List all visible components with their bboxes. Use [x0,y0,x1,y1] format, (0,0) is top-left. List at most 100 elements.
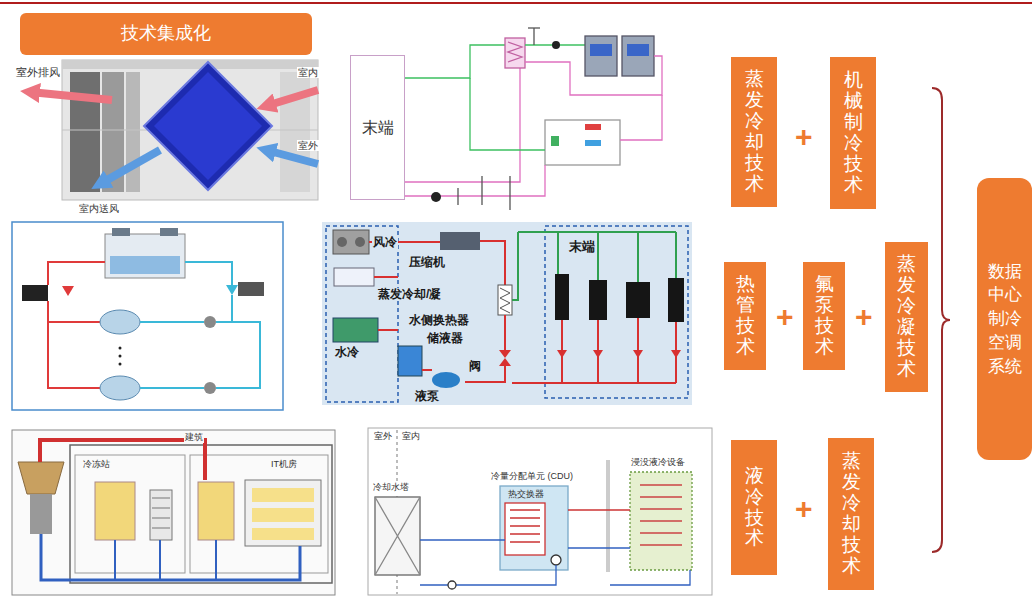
pumped-loop-illustration-part [504,315,506,350]
node-text: 蒸发冷却技术 [745,69,764,194]
chiller-loop-illustration-part [620,95,662,140]
chiller-loop-illustration-part [525,56,662,95]
liquid-cooling-illustration-part [606,460,610,572]
evaporative-condenser-illustration-part [48,262,105,285]
building-illustration-part [152,498,170,528]
pumped-loop-illustration-part [512,232,518,300]
air-handler-illustration-part [126,72,140,192]
chiller-loop-illustration-part [545,120,620,165]
evaporative-condenser-illustration-part [140,387,204,389]
pumped-loop-illustration-part [589,280,607,320]
evaporative-condenser-illustration-part [204,382,216,394]
node-text: 热管技术 [736,274,755,358]
air-handler-illustration-part [70,72,100,192]
air-handler-illustration-part [266,150,318,164]
chiller-loop-illustration-part [533,28,534,45]
part-label: 浸没液冷设备 [630,458,686,468]
part-label: 冷量分配单元 (CDU) [490,472,574,482]
part-label: 室外排风 [15,66,61,78]
evaporative-condenser-illustration-part [22,285,48,301]
part-label: 室内送风 [78,203,120,214]
liquid-cooling-illustration-part [368,428,712,595]
part-label: 水冷 [334,346,360,359]
part-label: 室外 [297,140,319,151]
chiller-loop-illustration-part [405,165,545,196]
pumped-loop-illustration-part [422,369,432,371]
air-handler-illustration-part [62,60,318,69]
part-label: 储液器 [426,332,464,345]
pumped-loop-illustration-part [512,382,676,384]
evaporative-condenser-illustration-part [110,256,180,274]
chiller-loop-illustration-part [622,36,654,76]
technology-box: 热管技术 [724,262,766,370]
pumped-loop-illustration-part [337,237,347,247]
technology-box: 液冷技术 [731,440,777,575]
chiller-loop-illustration-part [585,36,617,76]
building-illustration-part [41,534,300,580]
system-box: 数据中心制冷空调系统 [977,178,1032,460]
pumped-loop-illustration-part [322,222,692,405]
pumped-loop-illustration-part [333,230,369,254]
part-label: 冷冻站 [82,460,111,470]
node-text: 机械制冷技术 [844,70,863,195]
pumped-loop-illustration-part [499,358,511,366]
pumped-loop-illustration-part [355,237,365,247]
building-illustration-part [95,482,135,540]
technology-box: 机械制冷技术 [830,57,876,209]
chiller-loop-illustration-part [551,136,559,146]
liquid-cooling-illustration-part [610,570,690,585]
evaporative-condenser-illustration-part [160,228,178,236]
terminal-box: 末端 [350,55,405,200]
node-text: 末端 [362,118,394,137]
pumped-loop-illustration-part [432,372,460,388]
evaporative-condenser-illustration-part [62,286,74,296]
evaporative-condenser-illustration-part [48,321,100,323]
part-label: 室外 [373,432,393,442]
pumped-loop-illustration-part [378,329,398,331]
evaporative-condenser-illustration-part [140,321,204,323]
plus-sign: + [794,492,814,525]
building-illustration-part [30,494,52,534]
pumped-loop-illustration-part [626,282,650,318]
evaporative-condenser-illustration-part [105,234,185,278]
technology-box: 蒸发冷却技术 [731,57,777,207]
chiller-loop-illustration-part [590,44,612,56]
grouping-bracket-part [932,88,950,552]
plus-sign: + [854,300,874,333]
pumped-loop-illustration-part [334,268,374,286]
part-label: 建筑 [184,433,204,443]
liquid-cooling-illustration-part [375,497,420,575]
evaporative-condenser-illustration-part [226,285,238,295]
evaporative-condenser-illustration-part [204,316,216,328]
air-handler-illustration-part [62,60,318,200]
chiller-loop-illustration-part [457,188,458,205]
air-handler-illustration-part [154,72,262,180]
liquid-cooling-illustration-part [420,539,505,540]
building-illustration-part [252,508,314,522]
building-illustration-part [18,462,64,494]
evaporative-condenser-illustration-part [119,347,122,350]
evaporative-condenser-illustration [12,222,283,410]
node-text: 数据中心制冷空调系统 [988,260,1022,379]
node-text: 蒸发冷凝技术 [897,254,916,379]
air-handler-illustration-part [30,92,112,100]
evaporative-condenser-illustration-part [119,355,122,358]
air-handler-illustration [30,60,318,200]
chiller-loop-illustration-part [585,124,601,130]
grouping-bracket [932,88,950,552]
node-text: 液冷技术 [745,466,764,550]
liquid-cooling-illustration-part [375,497,420,575]
chiller-loop-illustration-part [627,44,649,56]
part-label: IT机房 [270,460,298,470]
pumped-loop-illustration-part [593,350,603,358]
air-handler-illustration-part [144,62,272,190]
pumped-loop-illustration-part [500,288,510,313]
chiller-loop-illustration-part [405,45,505,78]
building-illustration-part [70,445,332,583]
technology-box: 蒸发冷却技术 [828,438,874,590]
air-handler-illustration-part [266,90,318,106]
chiller-loop-illustration-part [505,38,525,68]
evaporative-condenser-illustration-part [231,295,233,322]
node-text: 技术集成化 [121,23,211,45]
